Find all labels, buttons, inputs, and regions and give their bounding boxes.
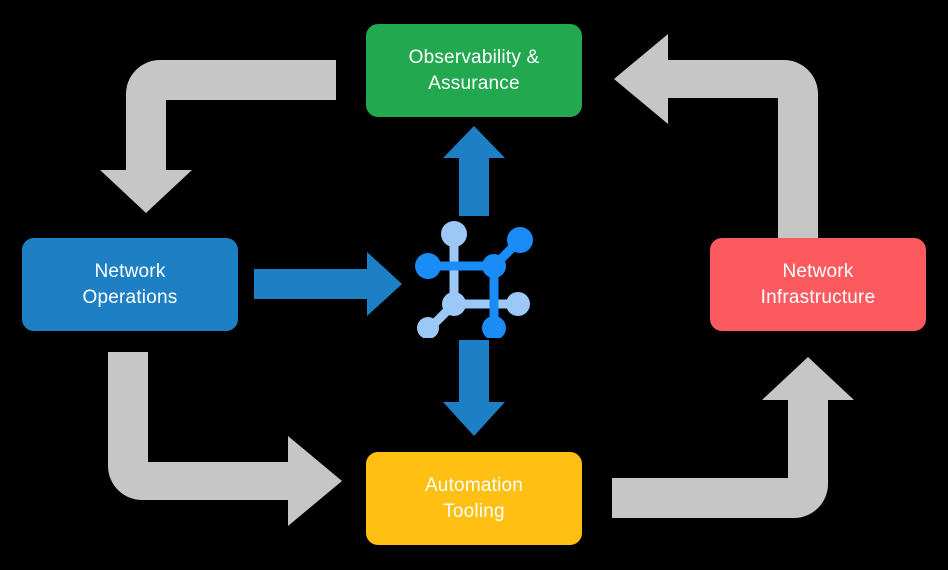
mesh-nodes-light xyxy=(417,221,530,339)
node-observability-assurance[interactable]: Observability & Assurance xyxy=(366,24,582,117)
node-automation-tooling[interactable]: Automation Tooling xyxy=(366,452,582,545)
arrow-operations-to-automation xyxy=(108,352,342,526)
arrow-center-to-observability xyxy=(443,126,505,216)
node-network-operations[interactable]: Network Operations xyxy=(22,238,238,331)
node-network-infrastructure[interactable]: Network Infrastructure xyxy=(710,238,926,331)
arrow-operations-to-center xyxy=(254,252,402,316)
arrow-automation-to-infrastructure xyxy=(612,357,854,518)
arrow-infrastructure-to-observability xyxy=(614,34,818,238)
network-mesh-icon xyxy=(414,218,538,340)
mesh-nodes-dark xyxy=(415,227,533,340)
mesh-edges-light xyxy=(425,229,523,333)
arrow-center-to-automation xyxy=(443,340,505,436)
arrow-observability-to-operations xyxy=(100,60,336,213)
